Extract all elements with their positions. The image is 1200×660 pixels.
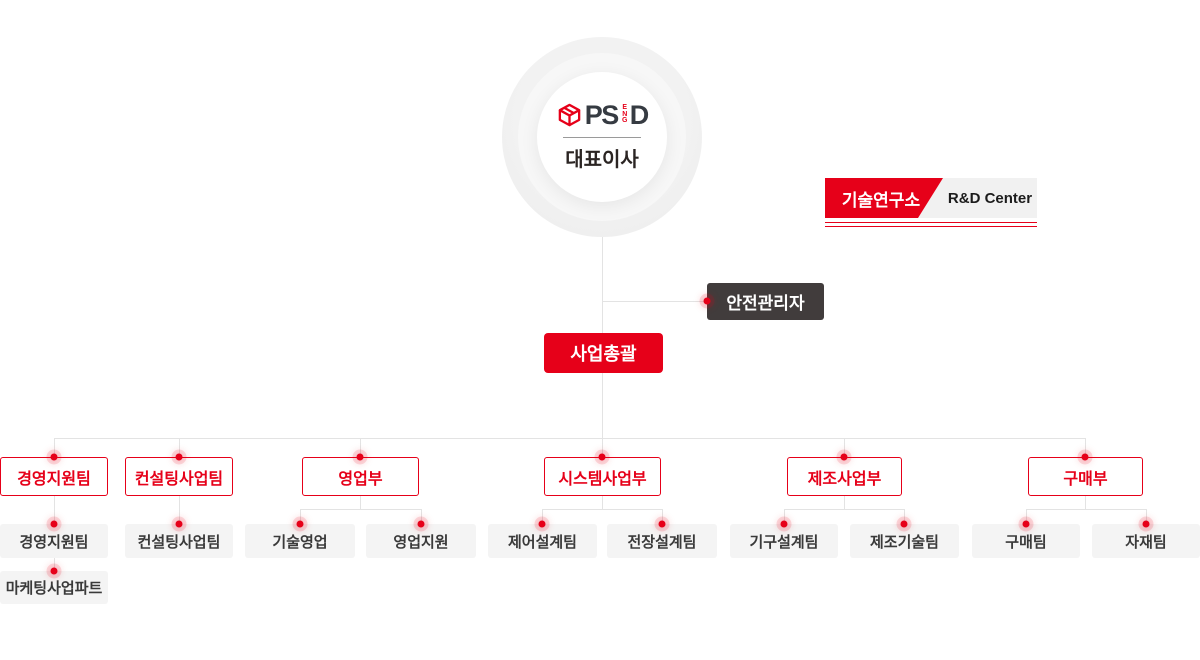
team-box: 전장설계팀 xyxy=(607,524,717,558)
rnd-center-badge: 기술연구소 R&D Center xyxy=(825,178,1037,218)
connector-line xyxy=(300,508,421,510)
connector-line xyxy=(541,509,543,524)
connector-line xyxy=(1084,438,1086,457)
connector-line xyxy=(1026,508,1146,510)
rnd-label-en: R&D Center xyxy=(947,189,1033,207)
logo-text-eng: ENG xyxy=(622,104,628,125)
dept-box-manufacturing: 제조사업부 xyxy=(787,457,902,496)
connector-line xyxy=(542,508,662,510)
connector-dot xyxy=(50,520,58,528)
connector-dot xyxy=(417,520,425,528)
connector-line xyxy=(661,509,663,524)
connector-line xyxy=(420,509,422,524)
connector-dot xyxy=(658,520,666,528)
connector-dot xyxy=(175,453,183,461)
connector-dot xyxy=(538,520,546,528)
connector-line xyxy=(843,496,845,509)
connector-line xyxy=(1025,509,1027,524)
team-box: 기술영업 xyxy=(245,524,355,558)
connector-line xyxy=(1084,496,1086,509)
connector-dot xyxy=(50,453,58,461)
logo-text-d: D xyxy=(629,99,649,130)
dept-box-purchasing: 구매부 xyxy=(1028,457,1143,496)
cube-icon xyxy=(556,102,583,129)
connector-line xyxy=(1145,509,1147,524)
connector-line xyxy=(53,496,55,524)
team-box: 자재팀 xyxy=(1092,524,1200,558)
connector-dot xyxy=(840,453,848,461)
connector-dot xyxy=(780,520,788,528)
connector-line xyxy=(178,438,180,457)
business-director-box: 사업총괄 xyxy=(544,333,663,373)
ceo-title: 대표이사 xyxy=(565,149,639,171)
connector-dot xyxy=(50,567,58,575)
team-box: 구매팀 xyxy=(972,524,1080,558)
connector-line xyxy=(178,496,180,524)
connector-line xyxy=(53,558,55,571)
rnd-underline xyxy=(825,221,1037,223)
connector-line xyxy=(299,509,301,524)
dept-box-consulting: 컨설팅사업팀 xyxy=(125,457,233,496)
connector-dot xyxy=(598,453,606,461)
company-logo: PS ENG D xyxy=(522,99,682,131)
connector-line xyxy=(843,438,845,457)
connector-dot xyxy=(1022,520,1030,528)
dept-box-management-support: 경영지원팀 xyxy=(0,457,108,496)
connector-dot xyxy=(356,453,364,461)
rnd-label-kr: 기술연구소 xyxy=(841,190,921,210)
team-box: 제어설계팀 xyxy=(488,524,597,558)
team-box: 제조기술팀 xyxy=(850,524,959,558)
dept-box-system: 시스템사업부 xyxy=(544,457,661,496)
connector-line xyxy=(359,496,361,509)
dept-box-sales: 영업부 xyxy=(302,457,419,496)
logo-divider xyxy=(563,137,641,138)
connector-line xyxy=(601,496,603,509)
logo-text-ps: PS xyxy=(584,99,620,130)
connector-line xyxy=(783,509,785,524)
connector-dot xyxy=(1142,520,1150,528)
connector-dot xyxy=(1081,453,1089,461)
connector-line xyxy=(359,438,361,457)
team-box: 경영지원팀 xyxy=(0,524,108,558)
team-box: 마케팅사업파트 xyxy=(0,571,108,604)
connector-dot xyxy=(296,520,304,528)
connector-line xyxy=(53,438,55,457)
rnd-underline xyxy=(825,226,1037,228)
connector-line xyxy=(602,300,707,302)
connector-dot xyxy=(703,297,711,305)
connector-line xyxy=(903,509,905,524)
connector-dot xyxy=(175,520,183,528)
team-box: 영업지원 xyxy=(366,524,476,558)
safety-manager-box: 안전관리자 xyxy=(707,283,824,320)
connector-line xyxy=(54,437,1085,439)
connector-line xyxy=(784,508,904,510)
connector-dot xyxy=(900,520,908,528)
team-box: 컨설팅사업팀 xyxy=(125,524,233,558)
team-box: 기구설계팀 xyxy=(730,524,838,558)
